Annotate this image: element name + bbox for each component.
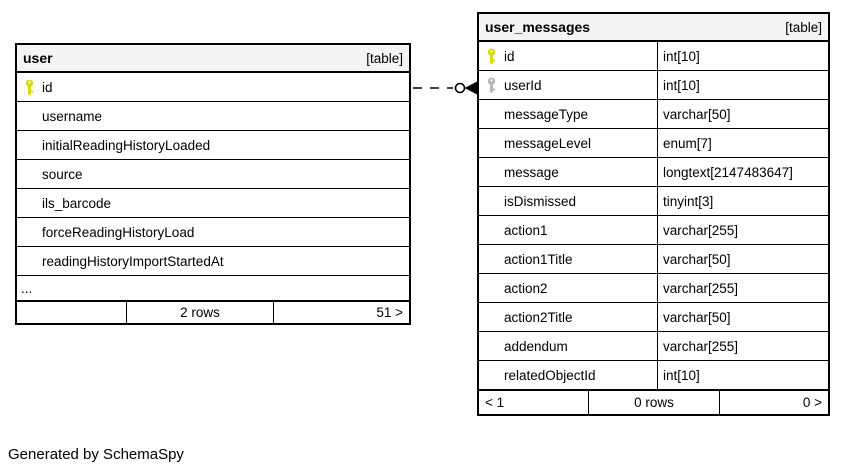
column-name: isDismissed [504, 193, 577, 209]
column-name: forceReadingHistoryLoad [42, 224, 195, 240]
generated-by-text: Generated by SchemaSpy [8, 446, 184, 463]
column-name: id [42, 79, 53, 95]
column-row-userId: userId int[10] [479, 71, 828, 100]
column-name-cell: messageLevel [479, 129, 658, 157]
column-type: varchar[50] [663, 106, 731, 122]
column-name-cell: action1Title [479, 245, 658, 273]
column-type: int[10] [663, 77, 700, 93]
column-type: varchar[50] [663, 309, 731, 325]
column-name: messageLevel [504, 135, 592, 151]
column-name-cell: action2Title [479, 303, 658, 331]
column-name-cell: initialReadingHistoryLoaded [17, 131, 409, 159]
table-name[interactable]: user [23, 50, 53, 66]
table-user-messages[interactable]: user_messages [table] id int[10] userId int… [477, 12, 830, 416]
column-type: varchar[255] [663, 280, 739, 296]
column-row-messageType: messageType varchar[50] [479, 100, 828, 129]
column-name: userId [504, 77, 542, 93]
column-name-cell: id [17, 73, 409, 101]
column-row-username: username [17, 102, 409, 131]
column-name: source [42, 166, 83, 182]
column-name: action1Title [504, 251, 573, 267]
footer-next-page-link[interactable]: 0 > [802, 395, 822, 410]
footer-row-count: 2 rows [127, 302, 274, 323]
column-type: varchar[50] [663, 251, 731, 267]
column-row-initialReadingHistoryLoaded: initialReadingHistoryLoaded [17, 131, 409, 160]
column-row-action2: action2 varchar[255] [479, 274, 828, 303]
column-type: int[10] [663, 48, 700, 64]
primary-key-icon [24, 79, 42, 95]
column-row-action2Title: action2Title varchar[50] [479, 303, 828, 332]
ellipsis-label: ... [21, 280, 33, 296]
table-badge: [table] [785, 19, 822, 35]
column-type: varchar[255] [663, 338, 739, 354]
column-name: message [504, 164, 559, 180]
column-row-message: message longtext[2147483647] [479, 158, 828, 187]
footer-next-page-link[interactable]: 51 > [376, 305, 403, 320]
column-type: longtext[2147483647] [663, 164, 793, 180]
column-name: relatedObjectId [504, 367, 596, 383]
column-row-readingHistoryImportStartedAt: readingHistoryImportStartedAt [17, 247, 409, 276]
table-badge: [table] [366, 50, 403, 66]
column-row-ils_barcode: ils_barcode [17, 189, 409, 218]
column-row-messageLevel: messageLevel enum[7] [479, 129, 828, 158]
column-type: varchar[255] [663, 222, 739, 238]
column-name: ils_barcode [42, 195, 112, 211]
table-user-messages-footer: < 1 0 rows 0 > [479, 390, 828, 414]
table-user[interactable]: user [table] id username initialReadingHis… [15, 43, 411, 325]
ellipsis-row: ... [17, 276, 409, 301]
table-user-footer: 2 rows 51 > [17, 301, 409, 323]
column-row-id: id [17, 73, 409, 102]
column-name-cell: messageType [479, 100, 658, 128]
column-name-cell: action2 [479, 274, 658, 302]
relationship-circle-marker [454, 82, 466, 94]
column-name: username [42, 108, 103, 124]
table-user-rows: id username initialReadingHistoryLoaded sou… [17, 73, 409, 301]
column-name: action2 [504, 280, 548, 296]
column-row-source: source [17, 160, 409, 189]
primary-key-icon [486, 48, 504, 64]
column-row-forceReadingHistoryLoad: forceReadingHistoryLoad [17, 218, 409, 247]
table-user-messages-rows: id int[10] userId int[10] messageType varchar… [479, 42, 828, 390]
relationship-arrowhead [464, 81, 477, 95]
column-name-cell: relatedObjectId [479, 361, 658, 389]
column-name-cell: action1 [479, 216, 658, 244]
column-row-action1Title: action1Title varchar[50] [479, 245, 828, 274]
column-name-cell: addendum [479, 332, 658, 360]
footer-prev-page-link[interactable]: < 1 [479, 391, 589, 414]
table-user-messages-header: user_messages [table] [479, 14, 828, 42]
column-name-cell: isDismissed [479, 187, 658, 215]
column-name-cell: source [17, 160, 409, 188]
column-name-cell: userId [479, 71, 658, 99]
column-name: action2Title [504, 309, 573, 325]
column-row-addendum: addendum varchar[255] [479, 332, 828, 361]
column-row-isDismissed: isDismissed tinyint[3] [479, 187, 828, 216]
column-name: readingHistoryImportStartedAt [42, 253, 224, 269]
column-name-cell: username [17, 102, 409, 130]
column-row-id: id int[10] [479, 42, 828, 71]
column-name-cell: id [479, 42, 658, 70]
column-name: addendum [504, 338, 568, 354]
table-name[interactable]: user_messages [485, 19, 591, 35]
column-name-cell: ils_barcode [17, 189, 409, 217]
column-name: messageType [504, 106, 589, 122]
relationship-connector [413, 81, 477, 95]
foreign-key-icon [486, 77, 504, 93]
column-name: id [504, 48, 515, 64]
column-name: initialReadingHistoryLoaded [42, 137, 211, 153]
column-name-cell: message [479, 158, 658, 186]
column-type: tinyint[3] [663, 193, 714, 209]
column-type: int[10] [663, 367, 700, 383]
column-name-cell: readingHistoryImportStartedAt [17, 247, 409, 275]
column-name: action1 [504, 222, 548, 238]
column-type: enum[7] [663, 135, 712, 151]
column-row-relatedObjectId: relatedObjectId int[10] [479, 361, 828, 390]
column-name-cell: forceReadingHistoryLoad [17, 218, 409, 246]
footer-cell-left [17, 302, 127, 323]
column-row-action1: action1 varchar[255] [479, 216, 828, 245]
footer-row-count: 0 rows [589, 391, 720, 414]
table-user-header: user [table] [17, 45, 409, 73]
